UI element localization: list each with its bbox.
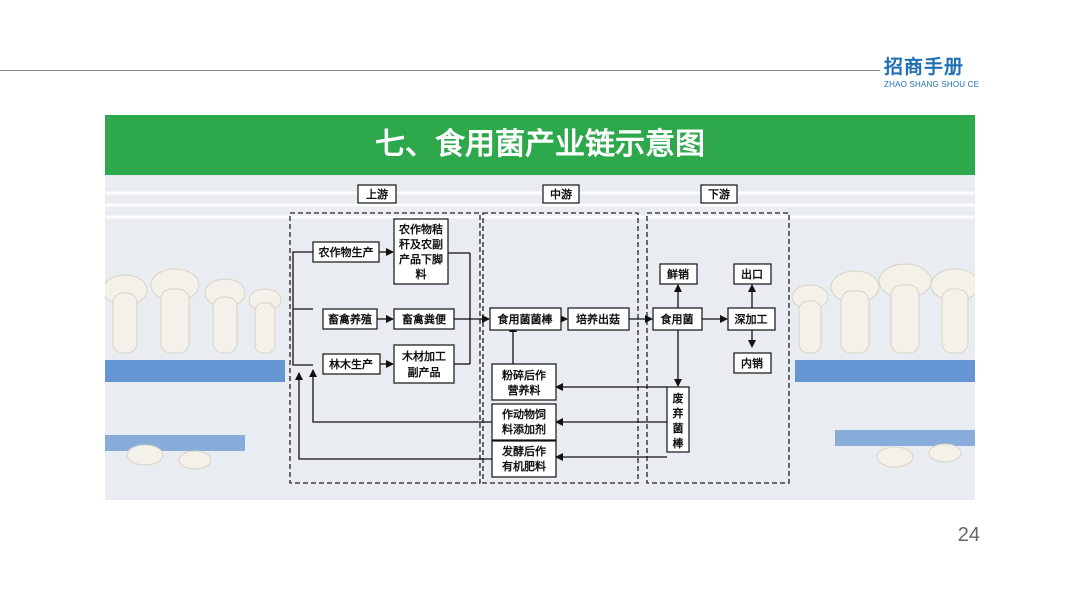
node-nutrient <box>491 363 557 401</box>
label-nutrient-2: 营养料 <box>508 383 541 397</box>
node-wood-byproduct <box>393 344 455 384</box>
node-mushroom <box>652 307 703 331</box>
label-wood-byproduct-2: 副产品 <box>408 365 441 379</box>
label-wood-byproduct-1: 木材加工 <box>401 349 446 363</box>
node-forestry <box>322 353 381 375</box>
label-crop-straw-3: 产品下脚 <box>399 252 443 266</box>
section-downstream-label: 下游 <box>708 187 730 201</box>
label-livestock: 畜禽养殖 <box>328 312 372 326</box>
diagram-panel: 上游 中游 下游 <box>105 175 975 500</box>
label-fertilizer-1: 发酵后作 <box>501 444 546 458</box>
label-crop-production: 农作物生产 <box>318 245 374 259</box>
node-export <box>733 263 772 285</box>
label-nutrient-1: 粉碎后作 <box>502 368 546 382</box>
label-crop-straw-2: 秆及农副 <box>399 237 443 251</box>
title-bar: 七、食用菌产业链示意图 <box>105 115 975 175</box>
brand-name-en: ZHAO SHANG SHOU CE <box>884 80 980 89</box>
brand-logo: 招商手册 ZHAO SHANG SHOU CE <box>884 52 980 89</box>
label-deep-processing: 深加工 <box>735 312 768 326</box>
downstream-frame <box>646 212 790 484</box>
node-waste-sticks <box>666 386 690 453</box>
section-upstream-label: 上游 <box>366 187 388 201</box>
node-domestic-sale <box>733 352 772 374</box>
node-livestock <box>322 308 378 330</box>
label-fertilizer-2: 有机肥料 <box>502 459 546 473</box>
upstream-frame <box>289 212 481 484</box>
header-divider <box>0 70 880 71</box>
section-midstream: 中游 <box>542 184 580 204</box>
page-number: 24 <box>957 524 980 546</box>
label-waste-4: 棒 <box>673 436 685 450</box>
label-cultivation: 培养出菇 <box>576 312 620 326</box>
connectors <box>292 248 756 461</box>
node-crop-production <box>312 241 380 263</box>
label-feed-additive-1: 作动物饲 <box>502 407 546 421</box>
industry-chain-diagram: 上游 中游 下游 <box>105 175 975 500</box>
node-crop-straw <box>393 218 449 285</box>
label-crop-straw-1: 农作物秸 <box>398 222 443 236</box>
label-mushroom-stick: 食用菌菌棒 <box>498 312 554 326</box>
label-fresh-sale: 鲜销 <box>667 267 689 281</box>
node-mushroom-stick <box>489 307 562 331</box>
node-fertilizer <box>491 440 557 478</box>
label-waste-1: 废 <box>673 391 684 405</box>
section-upstream: 上游 <box>357 184 397 204</box>
label-crop-straw-4: 料 <box>416 267 427 281</box>
label-feed-additive-2: 料添加剂 <box>502 422 546 436</box>
section-midstream-label: 中游 <box>550 187 572 201</box>
page-title: 七、食用菌产业链示意图 <box>375 127 705 162</box>
node-manure <box>393 308 455 330</box>
label-manure: 畜禽粪便 <box>402 312 447 326</box>
label-domestic-sale: 内销 <box>741 356 763 370</box>
brand-name-cn: 招商手册 <box>884 56 965 78</box>
section-downstream: 下游 <box>700 184 738 204</box>
node-deep-processing <box>727 307 776 331</box>
shelf-rail-left <box>105 360 285 382</box>
label-forestry: 林木生产 <box>329 357 373 371</box>
label-waste-3: 菌 <box>673 421 684 435</box>
node-cultivation <box>567 307 630 331</box>
shelf-rail-right <box>795 360 975 382</box>
label-mushroom: 食用菌 <box>661 312 694 326</box>
midstream-frame <box>482 212 639 484</box>
label-export: 出口 <box>741 267 763 281</box>
node-feed-additive <box>491 403 557 441</box>
label-waste-2: 弃 <box>672 406 684 420</box>
node-fresh-sale <box>659 263 698 285</box>
